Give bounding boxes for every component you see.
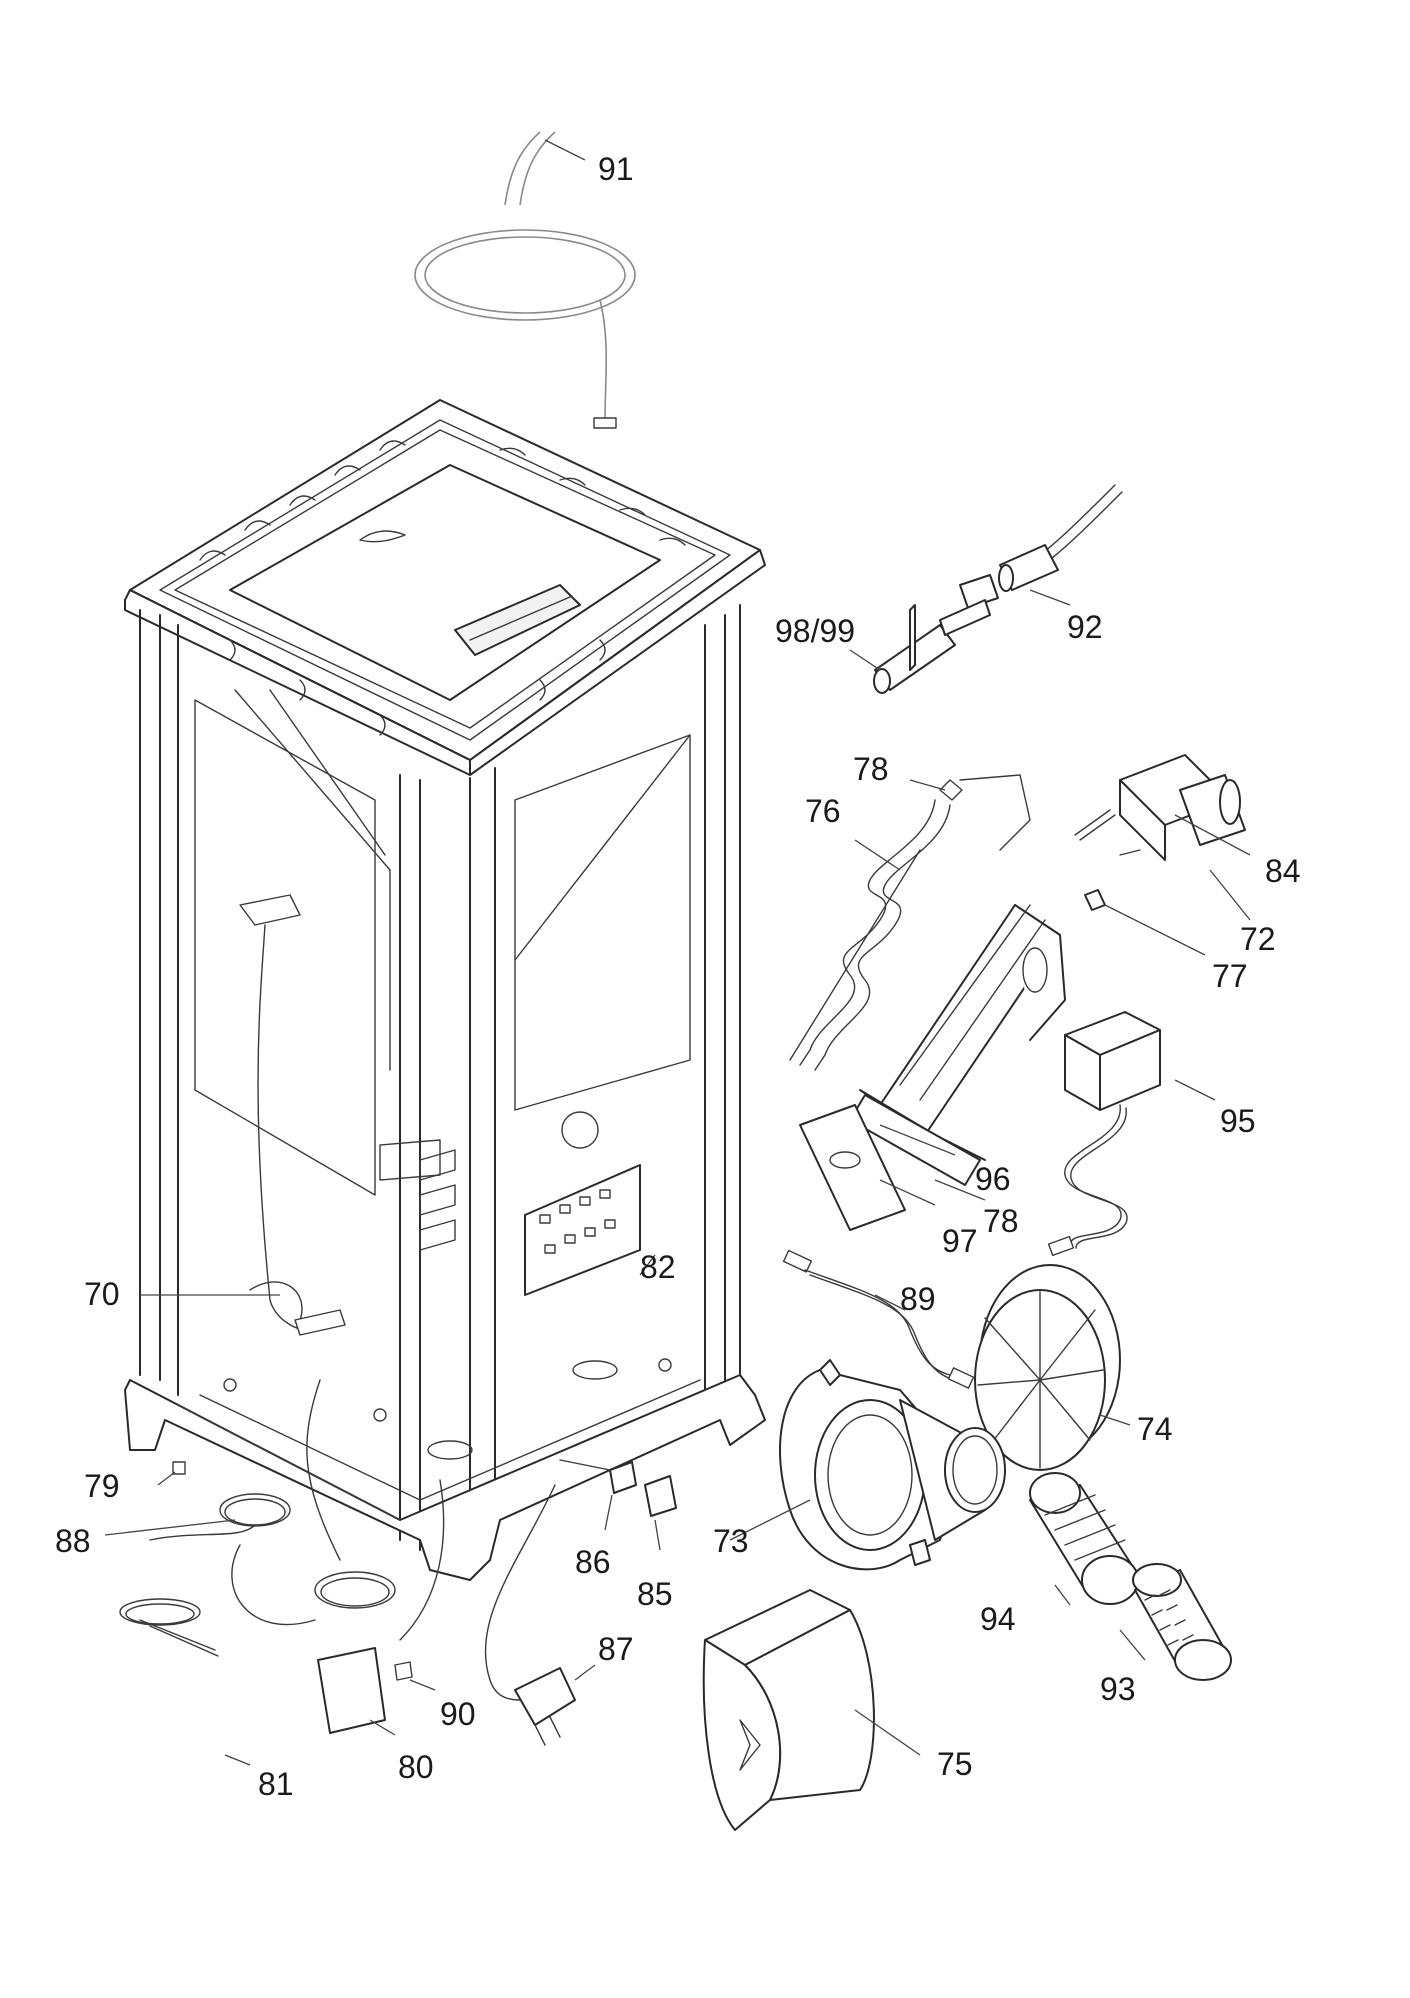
stove-cabinet (124, 399, 766, 1581)
leader-lines (104, 139, 1251, 1766)
label-part-81: 81 (258, 1766, 294, 1802)
label-part-70: 70 (84, 1276, 120, 1312)
part-97-plate (799, 1104, 906, 1231)
label-part-75: 75 (937, 1746, 973, 1782)
label-part-96: 96 (975, 1161, 1011, 1197)
label-part-78-bottom: 78 (983, 1203, 1019, 1239)
label-part-98-99: 98/99 (775, 613, 855, 649)
label-part-72: 72 (1240, 921, 1276, 957)
part-84-gear-motor (1074, 754, 1246, 911)
label-part-91: 91 (598, 151, 634, 187)
label-part-77: 77 (1212, 958, 1248, 994)
label-part-89: 89 (900, 1281, 936, 1317)
label-part-90: 90 (440, 1696, 476, 1732)
label-part-95: 95 (1220, 1103, 1256, 1139)
part-73-blower (779, 1359, 1006, 1571)
label-part-76: 76 (805, 793, 841, 829)
label-part-85: 85 (637, 1576, 673, 1612)
base-cables (119, 1379, 677, 1746)
part-92-98-99-igniter (873, 484, 1123, 694)
label-part-73: 73 (713, 1523, 749, 1559)
label-part-84: 84 (1265, 853, 1301, 889)
part-91-ring-cable (414, 131, 636, 429)
label-part-88: 88 (55, 1523, 91, 1559)
part-94-tube (1029, 1472, 1139, 1605)
part-89-cable (782, 1249, 975, 1389)
label-part-79: 79 (84, 1468, 120, 1504)
label-part-92: 92 (1067, 609, 1103, 645)
part-95-box (1047, 1011, 1161, 1257)
label-part-82: 82 (640, 1249, 676, 1285)
label-part-97: 97 (942, 1223, 978, 1259)
part-96-auger-chute (849, 904, 1066, 1186)
part-labels: 70 72 73 74 75 76 77 78 78 79 80 81 82 8… (55, 151, 1301, 1802)
label-part-80: 80 (398, 1749, 434, 1785)
label-part-93: 93 (1100, 1671, 1136, 1707)
label-part-78-top: 78 (853, 751, 889, 787)
part-74-fan-plate (974, 1264, 1121, 1471)
label-part-74: 74 (1137, 1411, 1173, 1447)
label-part-86: 86 (575, 1544, 611, 1580)
part-93-filter (1132, 1563, 1232, 1681)
part-75-fan (702, 1589, 875, 1831)
part-76-auger (789, 774, 1031, 1071)
label-part-94: 94 (980, 1601, 1016, 1637)
label-part-87: 87 (598, 1631, 634, 1667)
